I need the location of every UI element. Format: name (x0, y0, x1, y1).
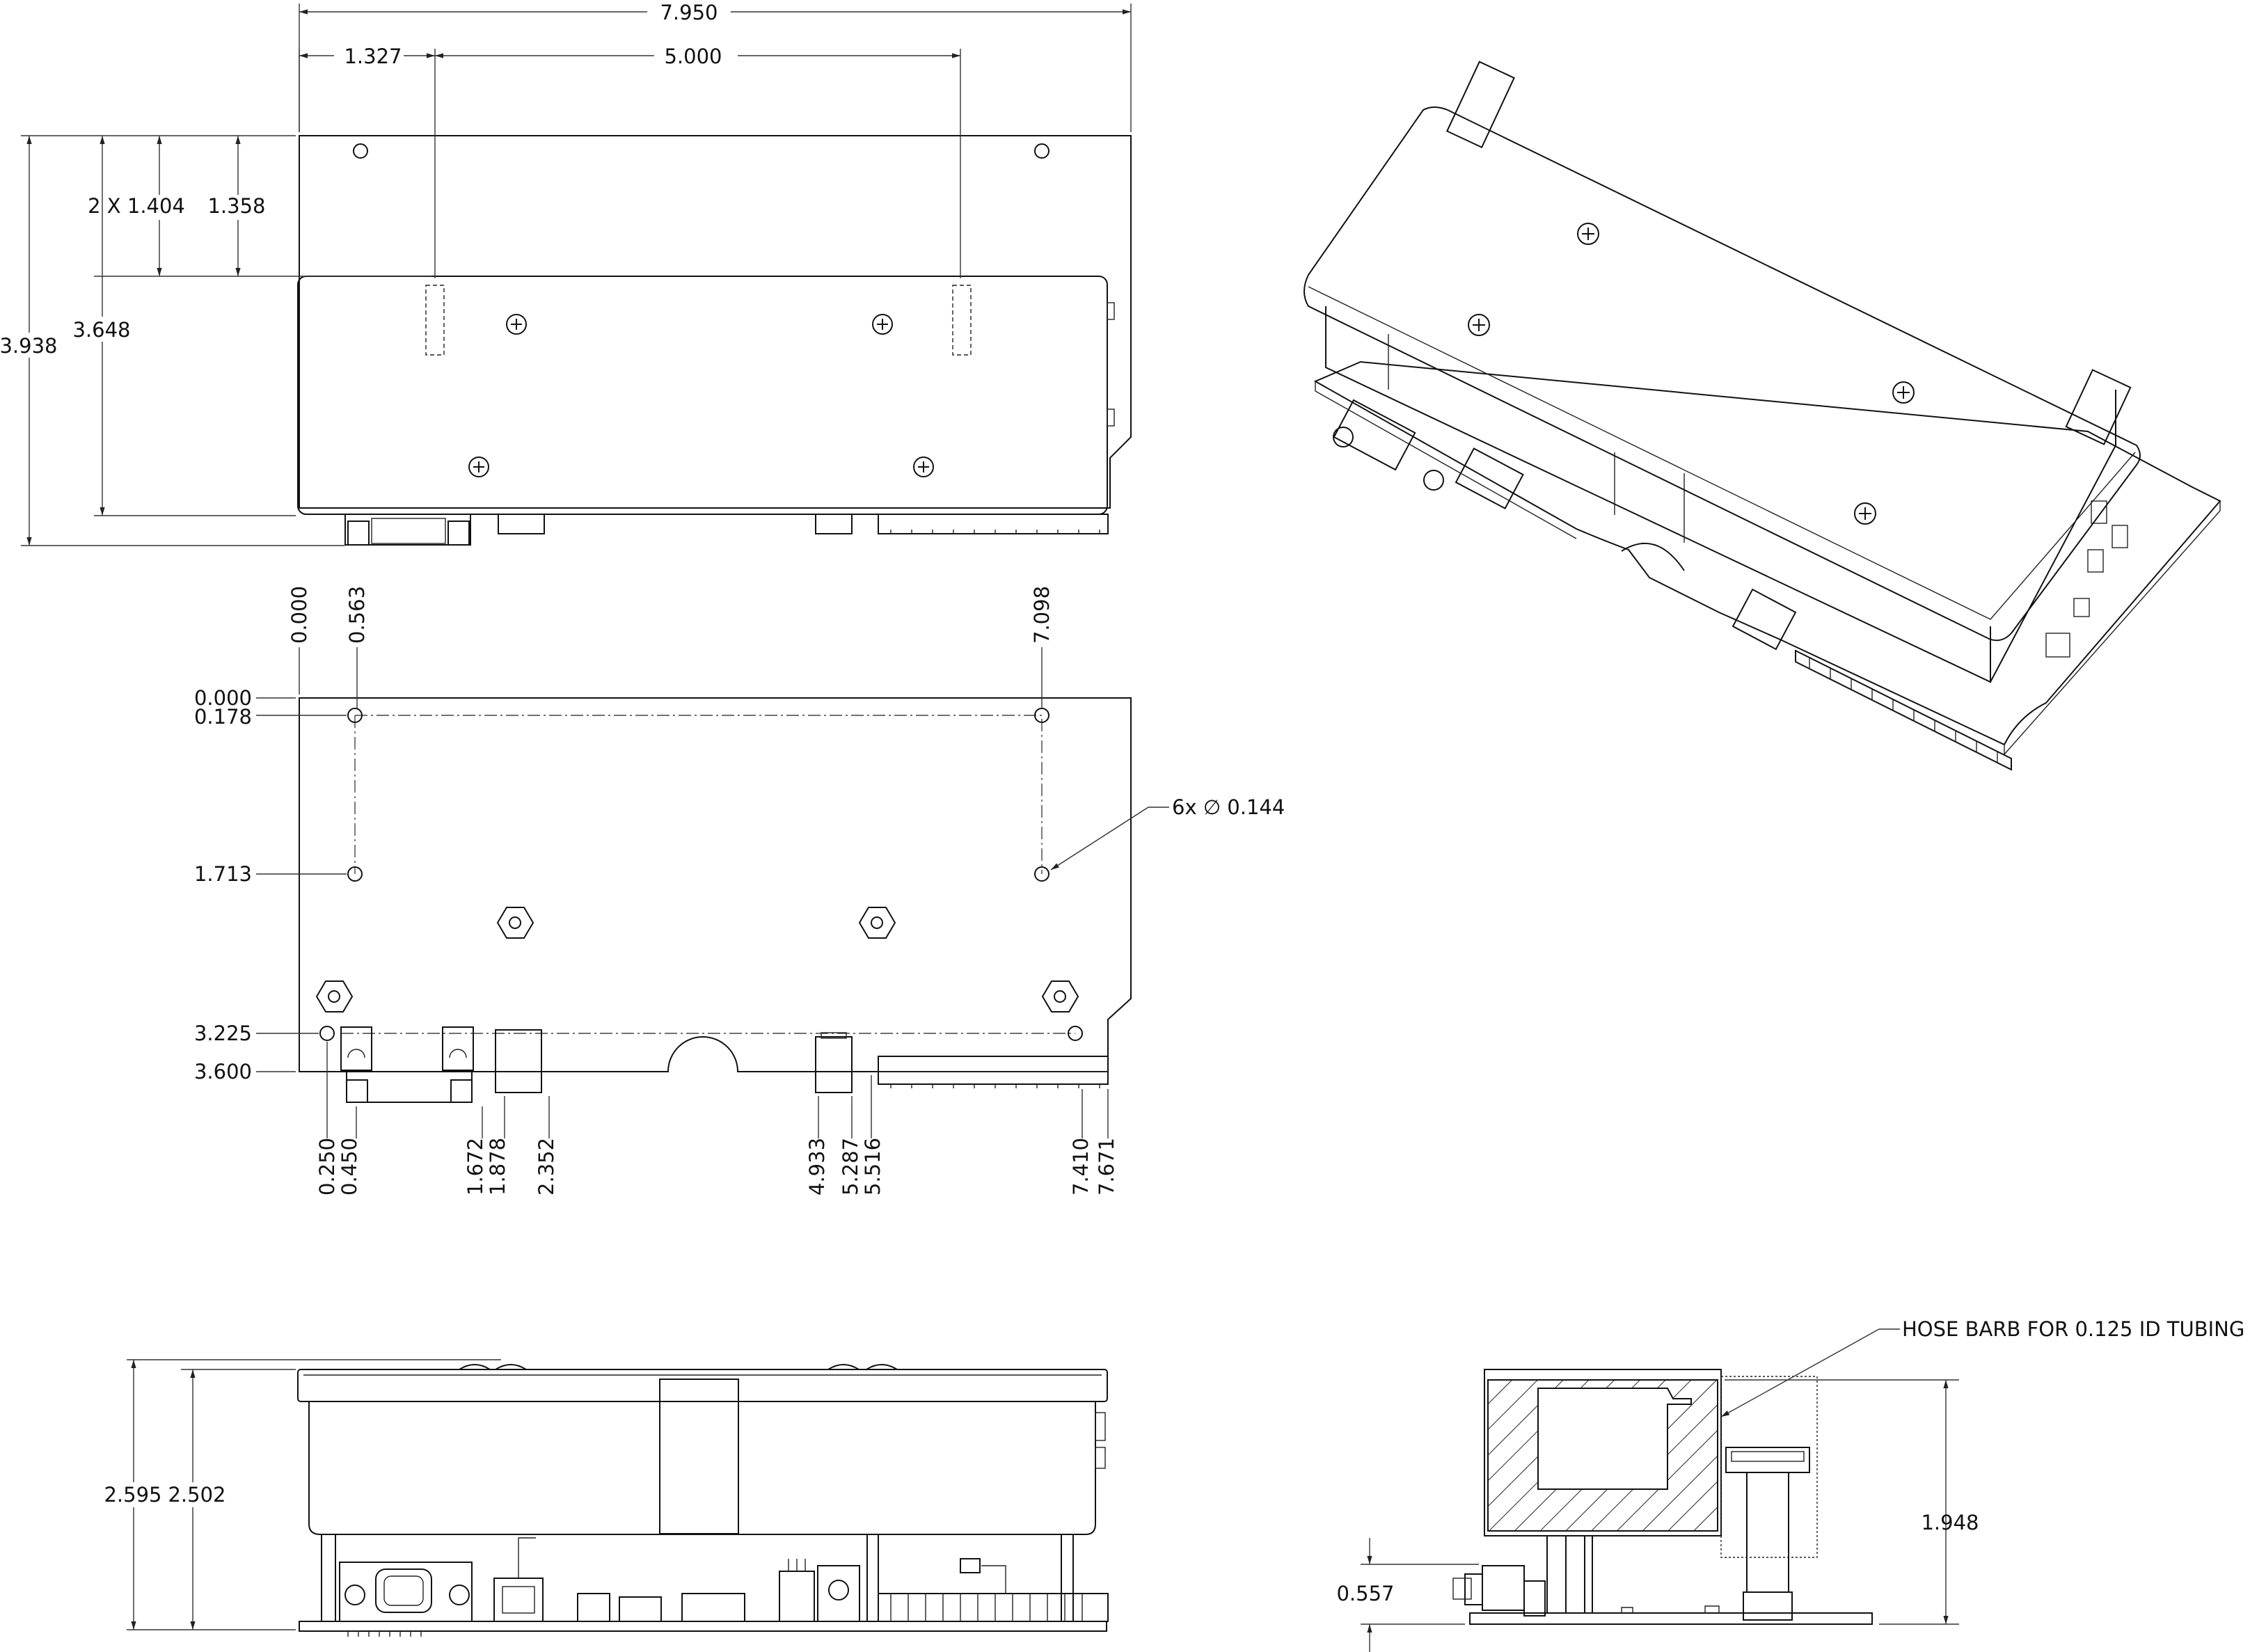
end-view-hatched-section (1487, 1379, 1718, 1532)
isometric-view (1304, 61, 2221, 771)
end-view-connector (1725, 1447, 1810, 1473)
hole-view-board-outline (299, 697, 1132, 1072)
dim-b-7-410: 7.410 (1069, 1138, 1093, 1196)
iso-cover-screw-icon (1468, 223, 1915, 525)
side-view-pcb (299, 1621, 1107, 1632)
side-view-center-band (659, 1379, 739, 1534)
top-view-cover (297, 276, 1108, 515)
side-view-connectors (339, 1537, 1109, 1622)
top-view-connectors (344, 514, 1109, 546)
dim-overall-height: 3.938 (0, 334, 58, 358)
hole-position-view: 0.000 0.563 7.098 0.000 0.178 1.713 3.22… (194, 586, 1285, 1196)
dim-x-7-098: 7.098 (1030, 586, 1054, 644)
iso-front-connectors (1333, 399, 2012, 771)
dim-y-3-225: 3.225 (194, 1022, 252, 1045)
dim-hole-spacing-x: 5.000 (664, 45, 722, 68)
dim-b-4-933: 4.933 (805, 1138, 829, 1196)
top-view-mount-hole (353, 143, 368, 159)
hole-callout: 6x ∅ 0.144 (1172, 795, 1285, 819)
iso-components (2045, 500, 2128, 658)
top-view-standoff (425, 285, 972, 356)
dim-b-7-671: 7.671 (1095, 1138, 1118, 1196)
dim-side-cover-height: 2.502 (168, 1483, 225, 1507)
dim-cover-height: 3.648 (72, 318, 130, 342)
dim-y-0-000: 0.000 (194, 686, 252, 710)
side-view: 2.595 2.502 (101, 1359, 1109, 1637)
dim-y-1-713: 1.713 (194, 862, 252, 886)
end-view-pcb (1469, 1612, 1873, 1625)
dim-b-2-352: 2.352 (534, 1138, 558, 1196)
side-view-enclosure (308, 1401, 1096, 1535)
dim-end-height-2: 0.557 (1336, 1582, 1394, 1605)
dim-side-overall-height: 2.595 (104, 1483, 161, 1507)
dim-x-0-563: 0.563 (345, 586, 369, 644)
dim-overall-width: 7.950 (660, 1, 718, 24)
dim-b-5-287: 5.287 (839, 1138, 862, 1196)
end-view: HOSE BARB FOR 0.125 ID TUBING 1.948 0.55… (1336, 1317, 2244, 1652)
hex-standoff-icon (315, 907, 1079, 1012)
dim-x-0-000: 0.000 (287, 586, 311, 644)
hose-barb-note: HOSE BARB FOR 0.125 ID TUBING (1902, 1317, 2244, 1341)
dim-end-height-1: 1.948 (1921, 1511, 1979, 1534)
dim-b-0-250: 0.250 (315, 1138, 339, 1196)
top-view-board-outline (299, 135, 1132, 509)
dim-y-0-178: 0.178 (194, 705, 252, 729)
top-view: 7.950 1.327 5.000 3.938 3.648 2 X 1.404 … (0, 0, 1132, 546)
iso-enclosure (1325, 306, 1991, 683)
dim-b-1-878: 1.878 (486, 1138, 509, 1196)
dim-hole-offset-x: 1.327 (344, 45, 402, 68)
top-view-mount-hole (1034, 143, 1049, 159)
dim-b-5-516: 5.516 (861, 1138, 885, 1196)
dim-b-0-450: 0.450 (338, 1138, 361, 1196)
dim-two-x-offset: 2 X 1.404 (88, 194, 185, 218)
cover-screw-icon (468, 314, 934, 477)
hose-barb-icon (1452, 1565, 1546, 1617)
iso-top-cover (1304, 106, 2141, 642)
iso-pcb (1313, 360, 2221, 746)
bottom-dim-labels: 0.250 0.450 1.672 1.878 2.352 4.933 5.28… (315, 1138, 1118, 1196)
dim-b-1-672: 1.672 (464, 1138, 487, 1196)
hole-view-connectors (340, 1026, 1109, 1103)
side-view-cover (297, 1369, 1108, 1402)
dim-y-3-600: 3.600 (194, 1060, 252, 1083)
dim-cover-offset: 1.358 (207, 194, 265, 218)
mount-hole (319, 708, 1083, 1041)
